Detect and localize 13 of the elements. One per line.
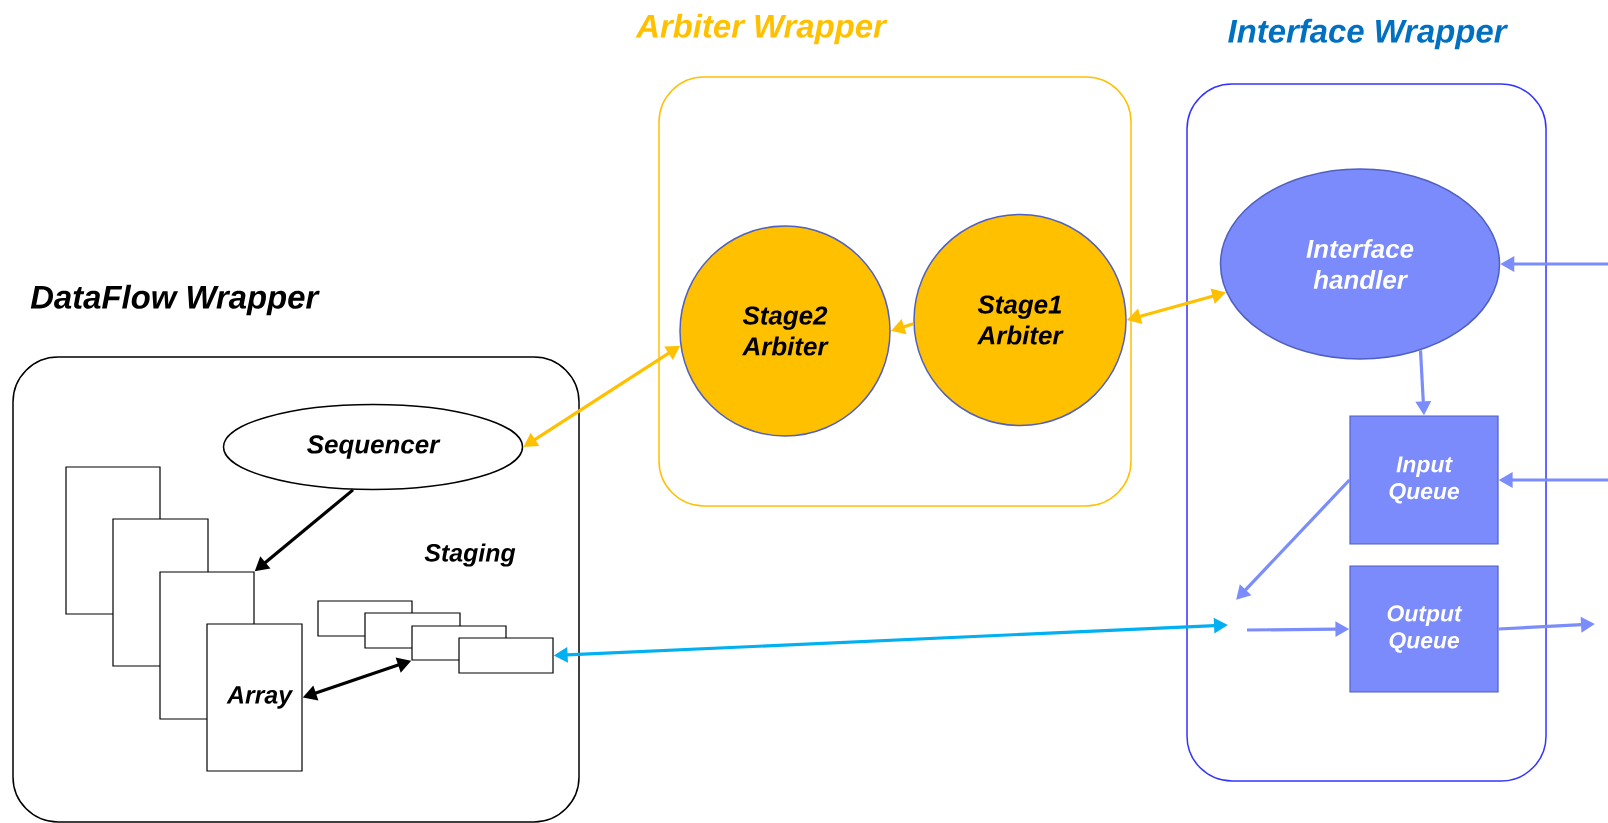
ellipse-node: Sequencer <box>222 403 524 491</box>
wrapper-title: Interface Wrapper <box>1228 18 1508 50</box>
ellipse-node: Stage2 Arbiter <box>679 225 891 437</box>
ellipse-node: Interface handler <box>1219 168 1501 360</box>
wrapper-title: Arbiter Wrapper <box>635 13 888 45</box>
box-node: Input Queue <box>1349 415 1499 545</box>
box-node: Output Queue <box>1349 565 1499 693</box>
array-sheet: Array <box>206 623 303 772</box>
ellipse-node: Stage1 Arbiter <box>913 213 1127 427</box>
wrapper-title: DataFlow Wrapper <box>30 284 320 316</box>
area-label: Staging <box>424 543 516 567</box>
arrow <box>1236 478 1351 600</box>
staging-buffer <box>458 637 554 674</box>
